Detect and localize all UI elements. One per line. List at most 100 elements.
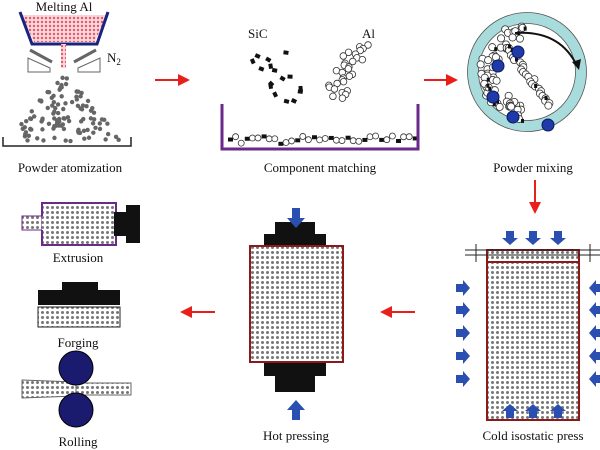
particle [265,135,273,143]
mixed-particles [228,132,418,147]
particle [228,137,233,142]
particle [63,81,69,87]
particle [46,89,52,95]
particle [74,89,79,94]
particle [29,127,34,132]
particle [283,50,289,55]
particle [51,100,57,105]
pressure-arrow-right-icon [456,371,470,387]
particle [57,119,62,124]
atomized-particles [19,75,121,144]
particle [491,59,505,73]
particle [244,136,250,141]
cold-isostatic-press-label: Cold isostatic press [482,428,583,443]
particle [521,118,525,123]
n2-label: N2 [107,50,121,67]
particle [328,135,334,140]
particle [254,134,262,142]
particle [506,110,520,124]
particle [86,135,92,140]
particle [290,98,298,104]
particle [254,53,261,59]
particle [349,137,357,145]
particle [486,90,500,104]
particle [52,123,57,129]
particle [103,137,108,142]
gas-nozzle-left [27,57,51,73]
particle [37,98,42,103]
particle [69,99,75,105]
particle [372,132,380,140]
particle [97,126,103,132]
particle [541,118,555,132]
particle [105,131,111,137]
particle [105,121,110,126]
sic-label: SiC [248,26,268,41]
pressure-arrow-right-icon [456,280,470,296]
particle [400,133,408,141]
pressure-arrow-left-icon [589,371,600,387]
particle [492,76,501,85]
particle [349,57,357,66]
particle [321,135,329,142]
powder-mixing-stage: Powder mixing [467,12,587,175]
al-particles [325,41,372,102]
particle [63,138,68,143]
particle [339,52,347,60]
particle [484,56,493,65]
extrusion-label: Extrusion [53,250,104,265]
particle [495,102,504,111]
particle [116,137,121,143]
particle [388,132,396,140]
particle [90,121,96,126]
pressure-arrow-up-icon [502,404,518,418]
particle [50,103,55,108]
particle [329,92,337,101]
component-matching-stage: SiC Al Component matching [220,26,420,175]
extrusion-ram [114,205,140,243]
particle [61,126,67,132]
particle [362,137,368,142]
particle [52,109,57,115]
particle [272,91,279,98]
pressure-arrow-up-icon [287,400,305,420]
particle [261,134,267,139]
particle [35,136,40,141]
particle [544,96,548,100]
particle [268,83,274,90]
cold-isostatic-press-stage: Cold isostatic press [456,231,600,443]
particle [339,77,348,86]
particle [330,85,339,93]
particle [355,137,363,145]
extruded-bar [21,215,43,231]
collection-tray [2,137,132,147]
forging-stage: Forging [37,282,121,350]
particle [492,102,496,107]
particle [93,125,98,130]
particle [299,133,307,140]
particle [52,116,57,121]
particle [88,108,94,113]
particle [366,133,374,141]
particle [515,57,519,62]
particle [486,83,490,88]
particle [46,121,52,126]
particle [344,48,353,57]
particle [282,139,290,146]
particle [78,119,84,124]
particle [265,56,272,63]
particle [271,67,278,73]
particle [476,60,485,69]
particle [508,33,517,42]
gas-nozzle-right [77,57,101,73]
pressure-arrow-left-icon [589,348,600,364]
particle [534,84,538,88]
particle [27,116,33,121]
particle [85,98,91,104]
sic-particles [249,50,304,104]
particle [55,80,60,86]
particle [358,55,367,64]
particle [249,58,256,65]
particle [40,127,45,132]
particle [283,98,290,104]
